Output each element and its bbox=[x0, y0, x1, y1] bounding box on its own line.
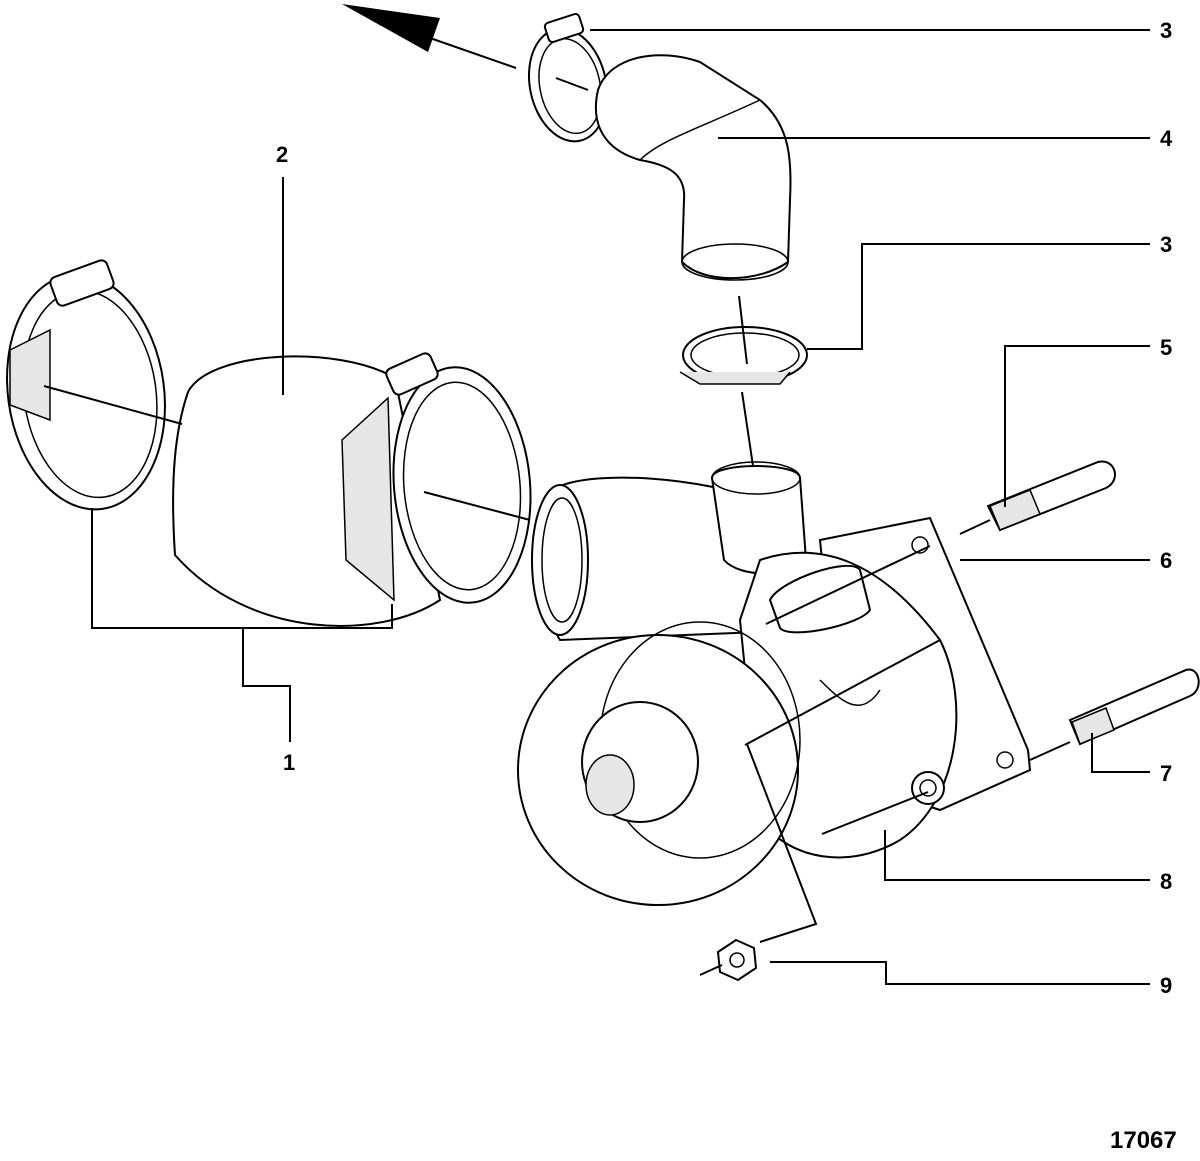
callout-label-2: 2 bbox=[276, 142, 288, 167]
mounting-bolt-lines bbox=[744, 519, 1071, 835]
callout-label-3-mid: 3 bbox=[1160, 232, 1172, 257]
callout-label-4: 4 bbox=[1160, 126, 1173, 151]
callout-label-7: 7 bbox=[1160, 761, 1172, 786]
elbow-hose bbox=[594, 54, 792, 281]
callout-label-9: 9 bbox=[1160, 973, 1172, 998]
stud-upper bbox=[986, 460, 1116, 532]
water-pump-assembly bbox=[517, 461, 1032, 906]
callout-label-5: 5 bbox=[1160, 335, 1172, 360]
callout-label-8: 8 bbox=[1160, 869, 1172, 894]
leader-lines bbox=[91, 29, 1150, 985]
callout-label-1: 1 bbox=[283, 750, 295, 775]
callout-labels: 3 4 3 5 6 7 8 9 2 1 bbox=[276, 18, 1173, 998]
callout-label-3-top: 3 bbox=[1160, 18, 1172, 43]
hose-clamp-right bbox=[341, 352, 532, 604]
stud-lower bbox=[1068, 668, 1200, 746]
nut bbox=[699, 938, 758, 982]
figure-number: 17067 bbox=[1110, 1127, 1177, 1154]
hose-clamp-middle bbox=[679, 295, 808, 487]
flow-direction-arrow bbox=[342, 4, 517, 69]
callout-label-6: 6 bbox=[1160, 548, 1172, 573]
hose-clamp-left bbox=[6, 259, 183, 511]
